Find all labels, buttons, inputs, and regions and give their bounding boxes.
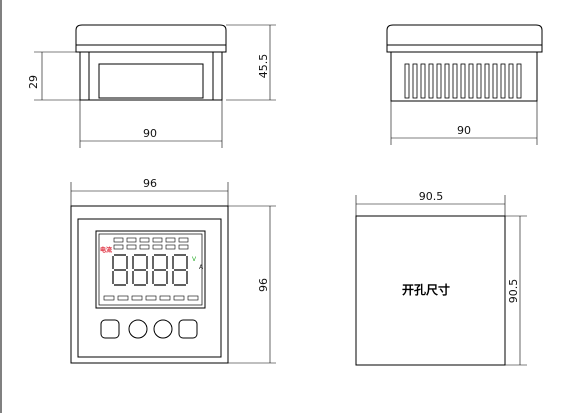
- panel-button-1: [100, 319, 120, 339]
- panel-width-96: 96: [143, 177, 157, 190]
- segment-digit-2: [132, 254, 148, 286]
- panel-button-2: [128, 319, 148, 339]
- cutout-width-90-5: 90.5: [419, 190, 444, 203]
- front-height-29: 29: [27, 75, 40, 89]
- segment-digit-3: [152, 254, 168, 286]
- screen-red-tag: 电流: [100, 246, 112, 254]
- panel-button-4: [178, 319, 198, 339]
- segment-display: [112, 254, 188, 286]
- side-view: [386, 24, 543, 145]
- cutout-view: [355, 195, 527, 366]
- panel-view: [70, 182, 276, 364]
- screen-unit-a: A: [199, 264, 204, 271]
- front-view: [34, 24, 276, 148]
- cutout-center-label: 开孔尺寸: [402, 282, 450, 297]
- side-width-90: 90: [457, 124, 471, 137]
- segment-digit-1: [112, 254, 128, 286]
- cutout-height-90-5: 90.5: [507, 279, 520, 304]
- front-width-90: 90: [143, 127, 157, 140]
- front-height-45-5: 45.5: [257, 54, 270, 79]
- screen-unit-v: V: [192, 256, 197, 263]
- panel-height-96: 96: [257, 278, 270, 292]
- panel-button-3: [153, 319, 173, 339]
- segment-digit-4: [172, 254, 188, 286]
